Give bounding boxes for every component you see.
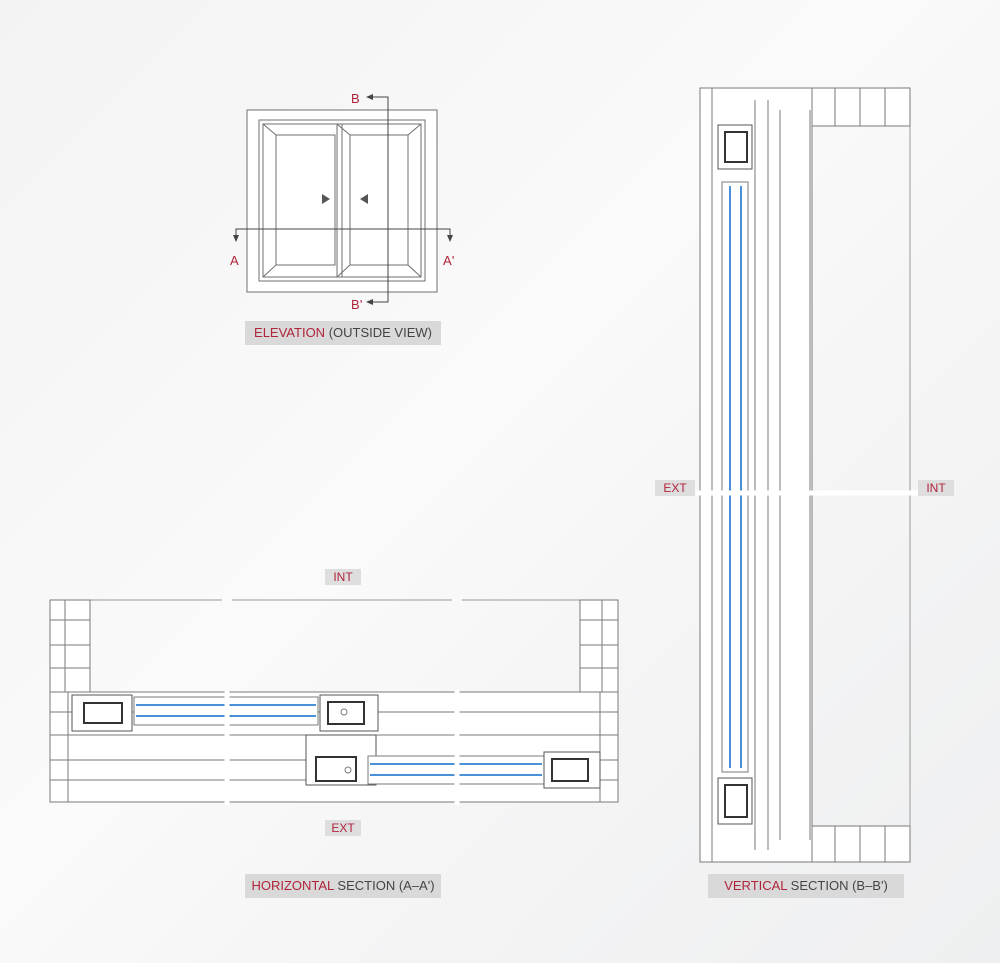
head-reveal: [811, 87, 911, 127]
marker-b: B: [351, 91, 360, 106]
elevation-right-sash: [336, 123, 422, 278]
elevation-title-accent: ELEVATION: [254, 325, 326, 340]
center-interlock-lower: [305, 734, 377, 786]
horizontal-section-view: [49, 599, 619, 805]
section-line-a: [235, 228, 451, 235]
left-jamb-reveal: [49, 599, 91, 693]
marker-a: A: [230, 253, 239, 268]
horizontal-title-accent: HORIZONTAL: [251, 878, 334, 893]
vertical-ext-tag: EXT: [655, 480, 695, 496]
slide-arrow-left-icon: [360, 194, 368, 204]
marker-b-prime: B': [351, 297, 363, 312]
elevation-inner-frame: [258, 119, 426, 282]
marker-a-prime: A': [443, 253, 455, 268]
vertical-title-accent: VERTICAL: [724, 878, 788, 893]
vertical-title-rest: SECTION (B–B'): [787, 878, 888, 893]
horizontal-int-tag: INT: [325, 569, 361, 585]
vertical-int-tag: INT: [918, 480, 954, 496]
elevation-title: ELEVATION (OUTSIDE VIEW): [245, 321, 441, 345]
right-jamb-reveal: [579, 599, 619, 693]
sill-reveal: [811, 825, 911, 863]
elevation-title-rest: (OUTSIDE VIEW): [325, 325, 432, 340]
section-line-b: [373, 96, 389, 303]
vertical-glass-unit: [721, 181, 749, 773]
horizontal-ext-tag: EXT: [325, 820, 361, 836]
horizontal-title-rest: SECTION (A–A'): [333, 878, 435, 893]
elevation-view: [233, 94, 453, 305]
vertical-section-view: [690, 87, 920, 863]
horizontal-section-title: HORIZONTAL SECTION (A–A'): [245, 874, 441, 898]
vertical-main-frame: [699, 87, 813, 863]
vertical-section-title: VERTICAL SECTION (B–B'): [708, 874, 904, 898]
slide-arrow-right-icon: [322, 194, 330, 204]
